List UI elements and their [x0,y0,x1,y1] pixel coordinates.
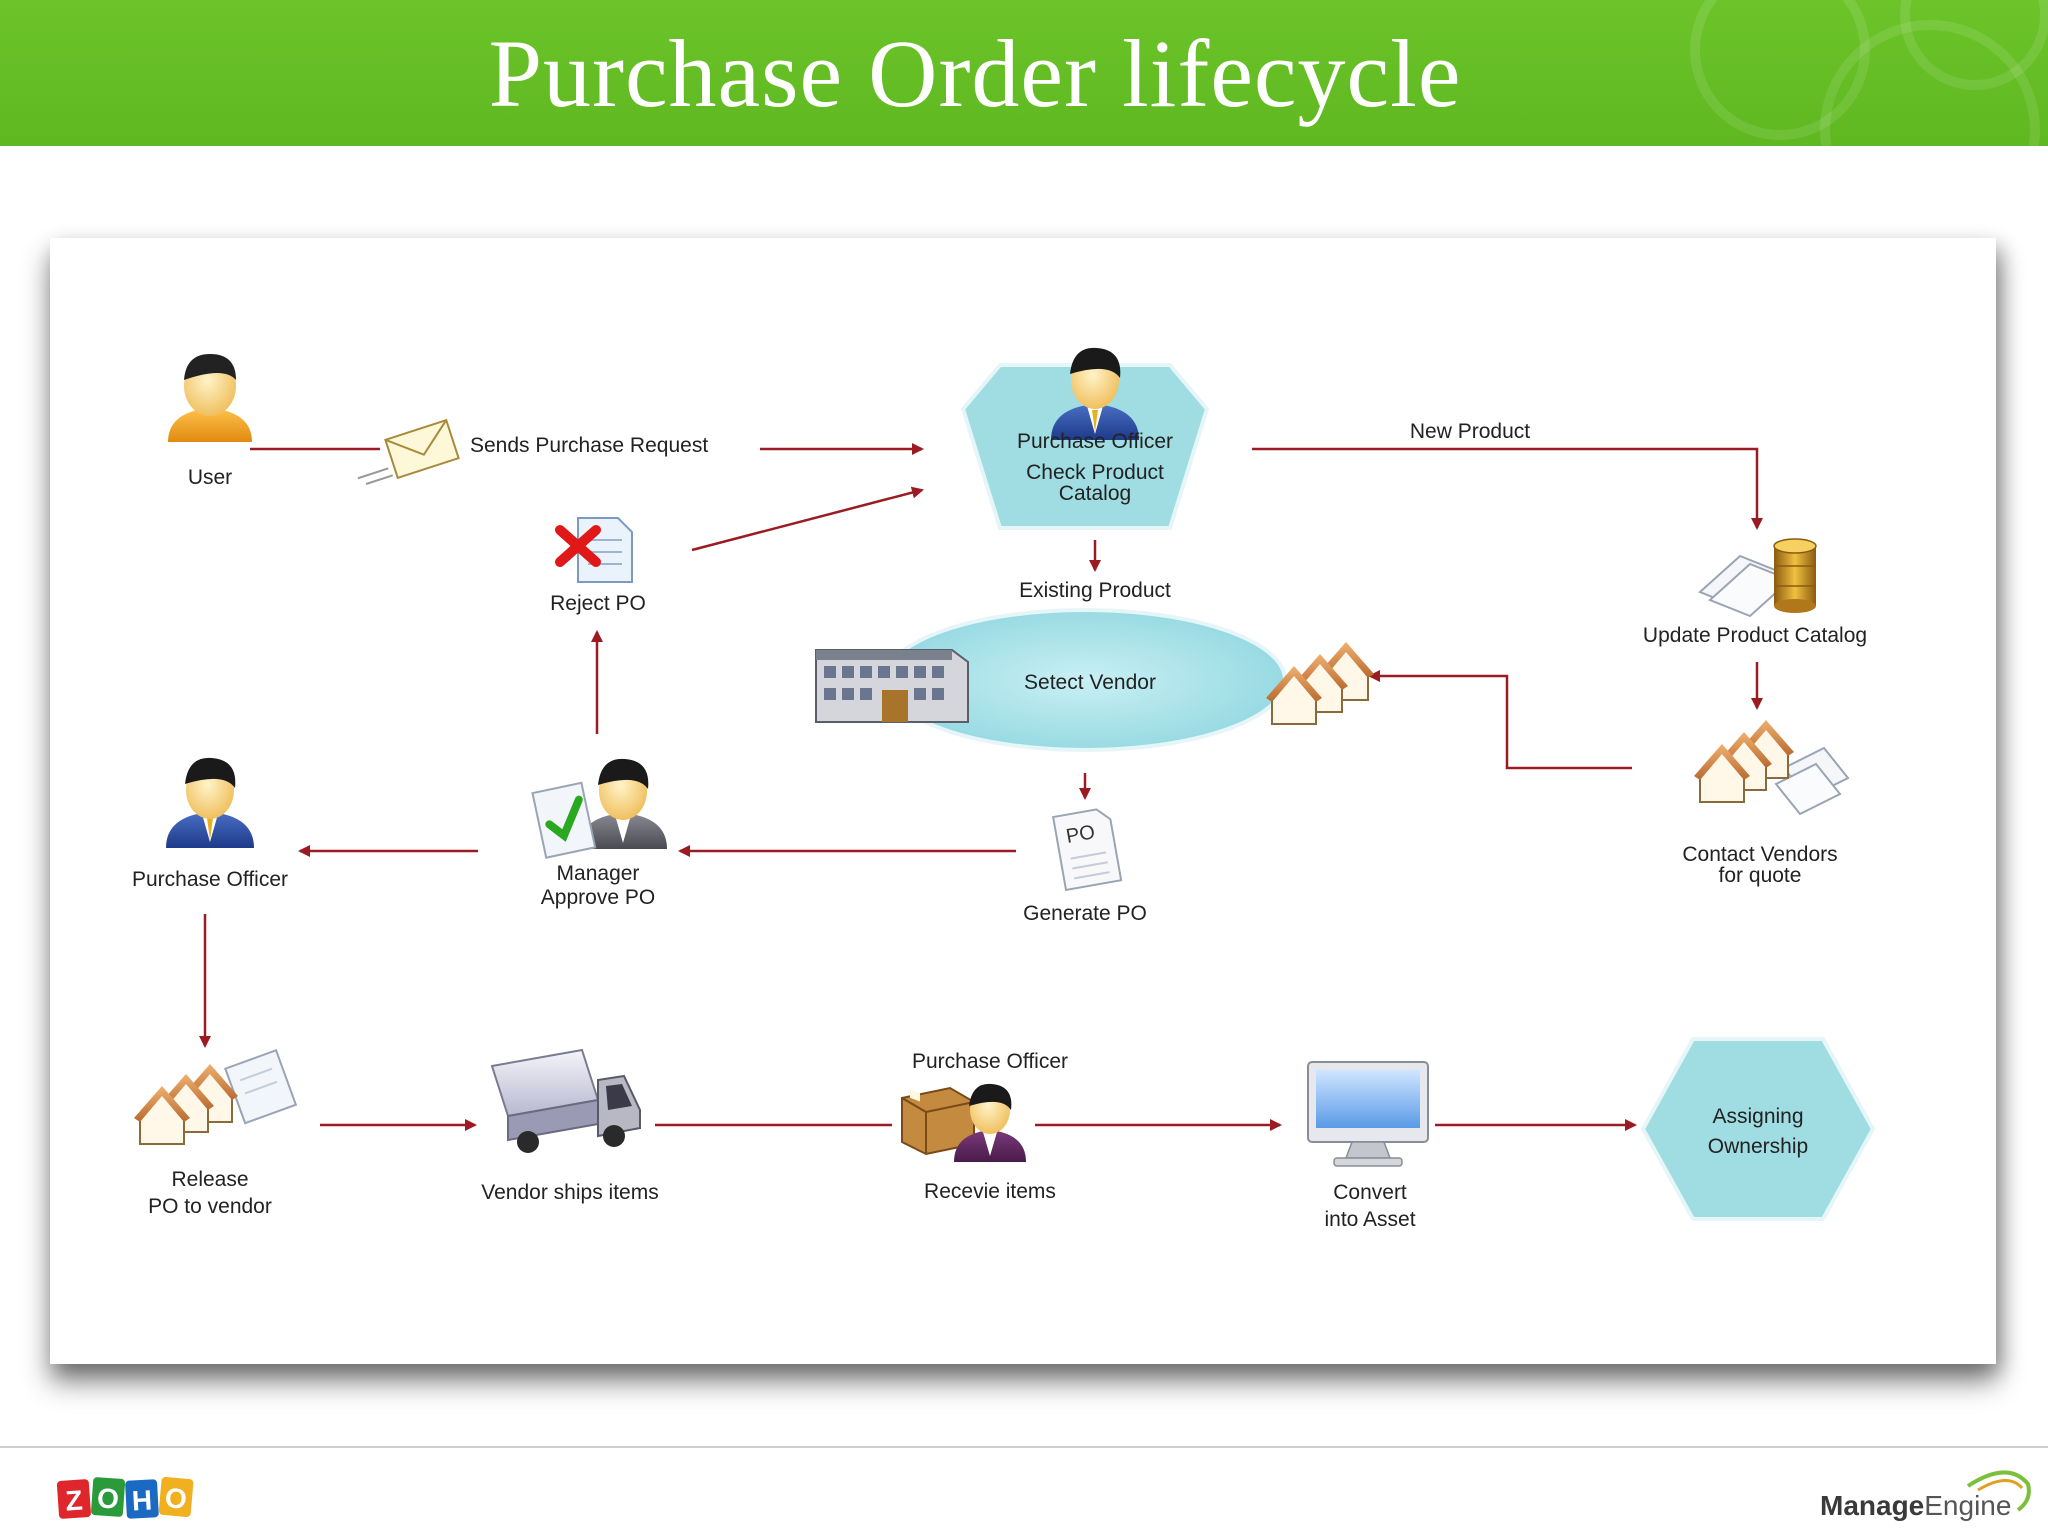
title-bar: Purchase Order lifecycle [0,0,2048,146]
arrow-new-product [1252,447,1763,530]
label-sends-purchase-request: Sends Purchase Request [470,434,709,457]
label-vendor-ships-items: Vendor ships items [481,1181,659,1204]
label-purchase-officer: Purchase Officer [1016,430,1173,453]
label-contact-vendors: Contact Vendors for quote [1682,843,1838,887]
svg-text:O: O [96,1482,120,1514]
assigning-ownership-hexagon [1640,1037,1876,1221]
label-generate-po: Generate PO [1023,902,1147,925]
monitor-icon [1307,1061,1429,1167]
po-document-icon: PO [1051,808,1123,892]
manager-approve-icon [531,758,667,859]
svg-text:O: O [164,1482,188,1515]
reject-document-icon [555,517,633,583]
label-user: User [187,466,233,489]
zoho-logo: Z O H O [56,1477,194,1519]
connectors [199,443,1763,1131]
label-convert-into-asset: Convert into Asset [1324,1181,1416,1231]
manageengine-rest: Engine [1924,1490,2012,1521]
package-icon [901,1083,1026,1162]
user-icon [168,354,252,442]
label-check-product-catalog: Check Product Catalog [1026,461,1164,505]
purchase-officer-hexagon [960,363,1210,530]
office-building-icon [815,649,969,723]
arrow-contact-to-vendor [1368,670,1632,770]
svg-text:H: H [131,1484,153,1516]
manageengine-wordmark: ManageEngine [1820,1490,2011,1522]
label-assigning-ownership: Assigning Ownership [1707,1105,1809,1158]
arrow-reject-to-officer [691,486,924,552]
vendor-houses-icon [1266,642,1374,725]
label-existing-product: Existing Product [1019,579,1171,602]
diagram-panel: PO [50,238,1996,1364]
label-reject-po: Reject PO [550,592,646,615]
manageengine-logo: ManageEngine [1818,1466,2038,1530]
label-purchase-officer-left: Purchase Officer [131,868,288,891]
release-po-icon [134,1048,298,1145]
svg-text:Z: Z [64,1484,83,1516]
label-new-product: New Product [1409,420,1531,443]
footer-divider [0,1446,2048,1448]
label-select-vendor: Setect Vendor [1024,671,1156,694]
label-receive-items: Recevie items [924,1180,1056,1203]
truck-icon [490,1048,641,1153]
flow-diagram: PO [134,347,1876,1221]
po-doc-text: PO [1064,821,1096,848]
database-icon [1698,538,1817,618]
officer-icon [1051,347,1139,440]
slide-title: Purchase Order lifecycle [488,20,1462,127]
label-update-product-catalog: Update Product Catalog [1642,624,1868,647]
manageengine-bold: Manage [1820,1490,1925,1521]
envelope-icon [357,418,460,485]
label-release-po: Release PO to vendor [148,1168,272,1218]
contact-vendors-icon [1694,720,1850,816]
label-manager-approve-po: Manager Approve PO [540,862,656,909]
manageengine-swoosh-icon [1966,1470,2031,1512]
label-purchase-officer-receive: Purchase Officer [911,1050,1068,1073]
purchase-officer-icon [166,757,254,848]
